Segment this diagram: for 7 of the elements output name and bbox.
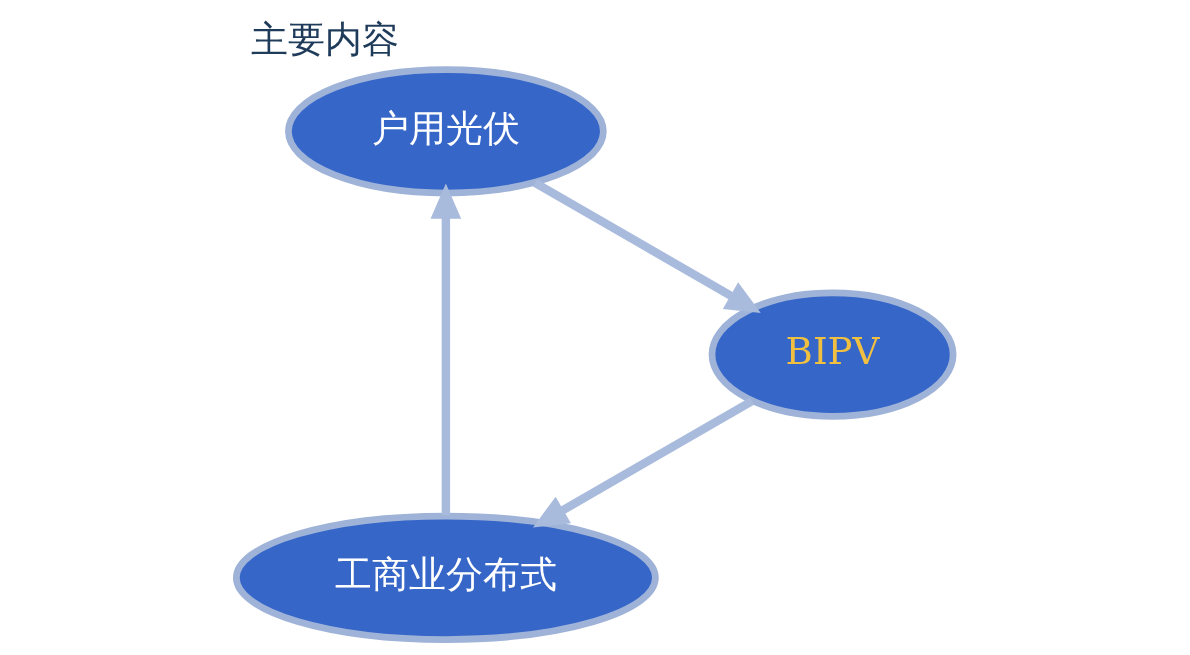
node-ellipse: 工商业分布式 — [232, 512, 659, 643]
node-ellipse: BIPV — [708, 289, 957, 420]
arrow — [532, 397, 755, 528]
arrow — [430, 183, 462, 516]
diagram-title: 主要内容 — [250, 16, 399, 61]
arrow — [532, 179, 761, 314]
node-ellipse: 户用光伏 — [285, 66, 607, 197]
